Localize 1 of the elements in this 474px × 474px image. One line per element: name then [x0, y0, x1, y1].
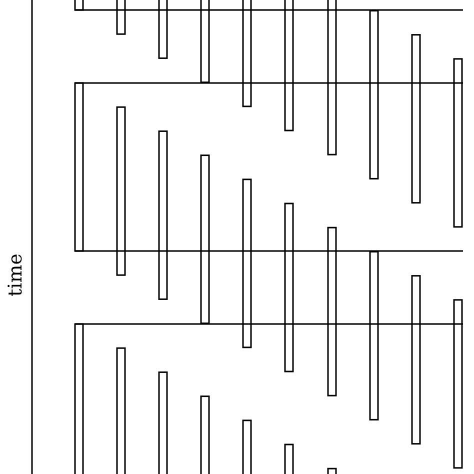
axis-label: time: [6, 254, 26, 296]
